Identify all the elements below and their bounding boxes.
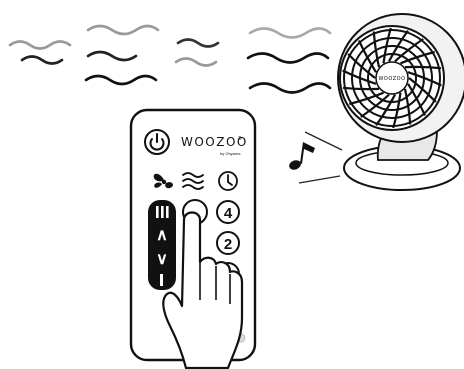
wind-line <box>248 54 328 63</box>
svg-text:4: 4 <box>224 205 233 222</box>
speed-down-button[interactable]: ∨ <box>156 251 168 268</box>
wind-line <box>176 59 216 66</box>
wind-line <box>250 29 330 38</box>
registered-mark: ® <box>238 135 242 142</box>
circulator-fan: WOOZOO <box>338 14 464 190</box>
wind-line <box>250 84 330 93</box>
speed-up-button[interactable]: ∧ <box>156 227 168 244</box>
wind-line <box>10 42 70 49</box>
sub-brand-text: by Ohyama <box>220 151 241 156</box>
wind-line <box>88 52 136 60</box>
timer-4h-button[interactable]: 4 <box>217 201 239 223</box>
wind-line <box>86 76 156 84</box>
remote-control: WOOZOO ® by Ohyama ∧ ∨ <box>131 110 255 368</box>
wind-lines <box>10 26 330 93</box>
music-note-icon <box>288 142 315 171</box>
power-button[interactable] <box>145 130 169 154</box>
grille-spoke <box>405 67 441 68</box>
svg-text:2: 2 <box>224 236 232 253</box>
sound-lines <box>299 132 342 183</box>
fan-brand-text: WOOZOO <box>378 76 405 82</box>
timer-2h-button[interactable]: 2 <box>217 232 239 254</box>
wind-line <box>88 26 158 34</box>
speed-level-icon <box>156 206 169 218</box>
wind-line <box>178 40 218 47</box>
wind-line <box>22 57 62 64</box>
grille-spoke <box>343 88 379 89</box>
